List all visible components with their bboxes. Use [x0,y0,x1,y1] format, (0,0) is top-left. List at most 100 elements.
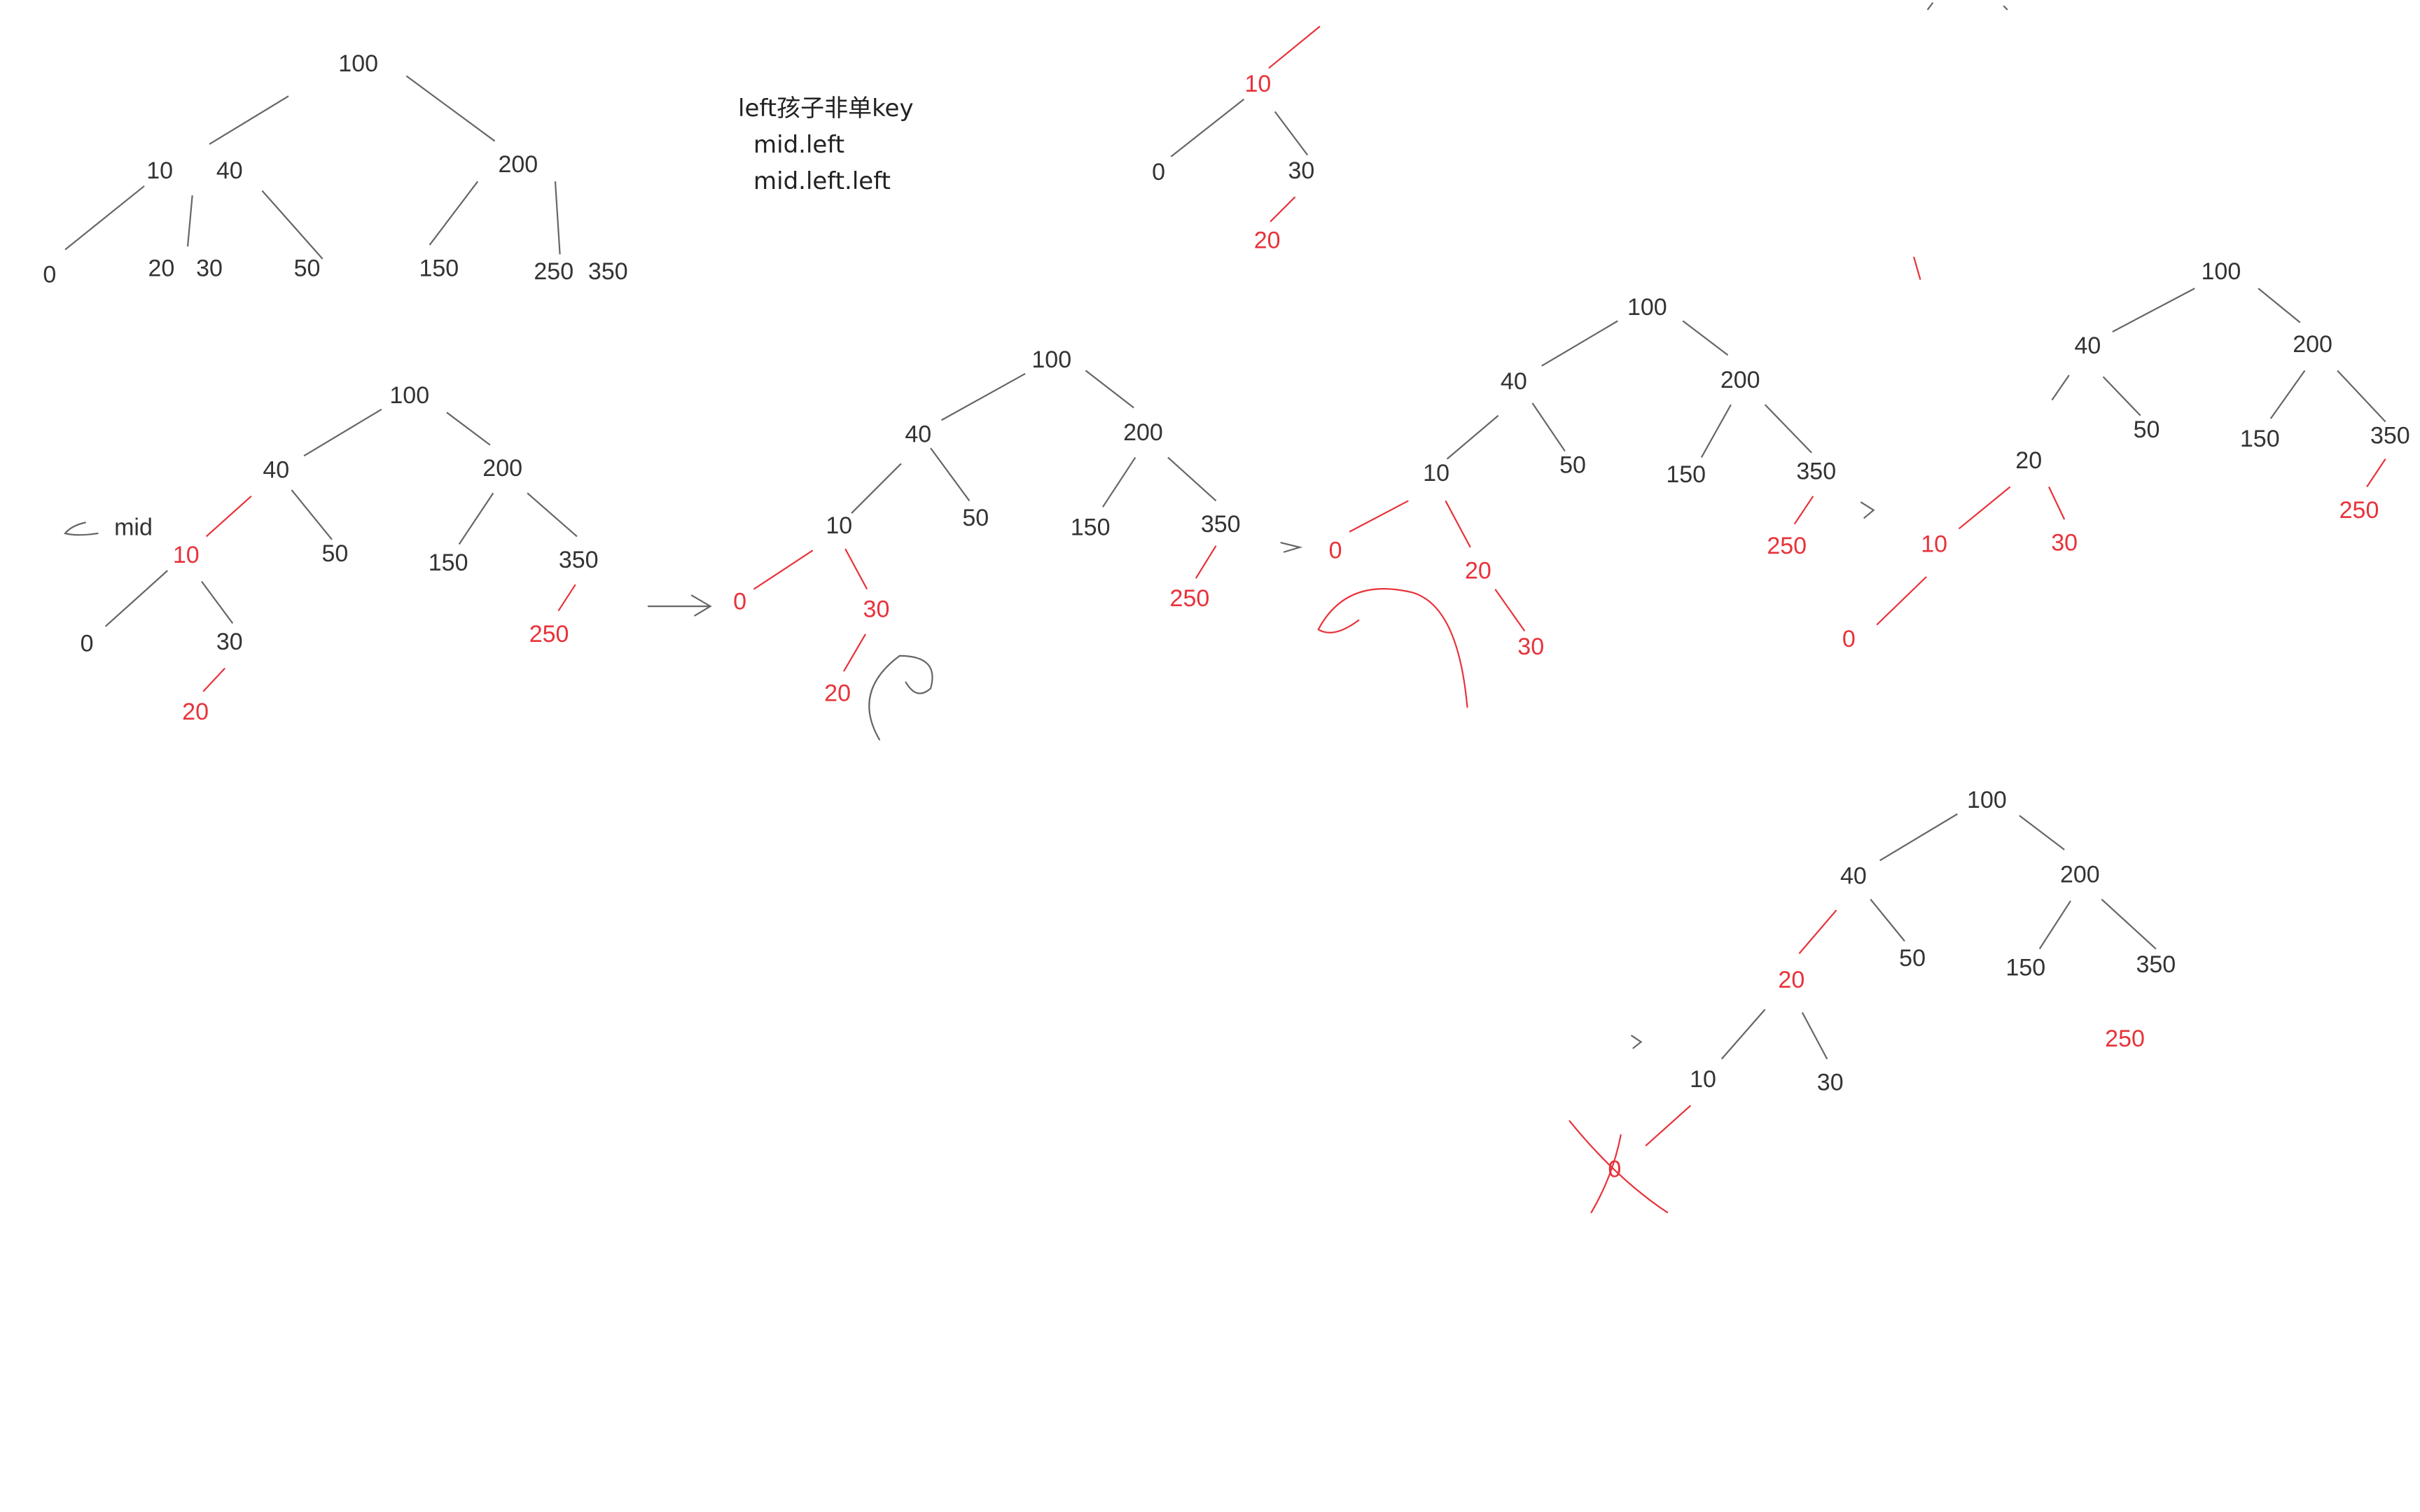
tree-node-30: 30 [1817,1069,1844,1096]
tree-node-350: 350 [588,258,628,285]
tree-edge-red [843,634,866,672]
tree-edge [527,492,578,538]
tree-node-250: 250 [2105,1026,2145,1052]
tree-node-10: 10 [1690,1066,1716,1093]
tree-node-30: 30 [216,629,243,655]
left-arrow-icon [64,522,99,536]
tree-edge [1720,1009,1766,1060]
tree-node-30: 30 [863,596,890,623]
tree-node-10: 10 [1921,531,1947,558]
stroke-mark [1927,2,2008,10]
tree-node-30: 30 [196,255,223,281]
tree-node-30: 30 [1517,634,1544,660]
tree-edge [2019,815,2065,850]
tree-edge-red [1270,196,1296,223]
tree-edge-red [557,584,576,612]
tree-edge-red [202,667,225,692]
tree-edge-red [1349,500,1409,533]
tree-node-30: 30 [2051,529,2078,556]
tree-edge-red [1798,909,1837,954]
tree-node-20: 20 [1465,557,1491,584]
tree-edge-red [1793,496,1814,525]
tree-node-350: 350 [1201,511,1241,538]
tree-node-10: 10 [1244,71,1271,97]
tree-edge [1170,98,1245,158]
tree-edge [2038,900,2071,950]
rotate-arrow-icon [1317,587,1468,708]
tree-node-250: 250 [534,258,573,285]
tree-node-20: 20 [182,699,209,725]
tree-node-50: 50 [962,505,989,531]
tree-node-20: 20 [1254,227,1281,254]
tree-node-150: 150 [429,550,468,576]
tree-edge [291,489,333,540]
tree-node-200: 200 [1720,367,1760,393]
tree-edge [303,408,382,457]
tree-edge [458,492,494,545]
tree-node-20: 20 [1778,967,1804,993]
tree-node-350: 350 [1796,458,1836,485]
note-title: left孩子非单key [738,94,914,122]
stroke-mark [1913,256,1921,280]
tree-node-40: 40 [216,158,243,184]
tree-edge [1801,1011,1828,1060]
tree-edge [1446,414,1499,460]
tree-node-200: 200 [482,455,522,482]
tree-node-40: 40 [905,421,931,447]
tree-node-100: 100 [338,50,378,77]
tree-node-10: 10 [173,542,200,568]
tree-edge [1531,402,1566,452]
tree-node-0: 0 [1152,159,1165,186]
tree-node-250: 250 [529,621,569,648]
tree-node-250: 250 [2339,497,2379,524]
tree-node-100: 100 [389,382,429,409]
tree-node-50: 50 [2134,416,2160,443]
tree-edge-red [2366,458,2386,488]
tree-node-250: 250 [1767,533,1807,559]
tree-node-200: 200 [498,151,538,178]
tree-node-250: 250 [1170,585,1210,612]
tree-edge-red [1958,486,2011,530]
tree-node-40: 40 [1840,863,1867,890]
tree-node-200: 200 [2060,861,2100,888]
tree-node-0: 0 [81,630,94,657]
tree-edge [1101,456,1136,507]
tree-edge [930,447,971,502]
tree-node-50: 50 [294,255,321,281]
tree-node-0: 0 [1842,626,1856,652]
tree-node-150: 150 [1666,461,1706,488]
tree-edge [2269,370,2306,419]
tree-edge [209,95,289,145]
tree-node-10: 10 [146,158,173,184]
tree-edge [104,570,168,627]
tree-edge-red [2048,486,2066,520]
note-line-mid-left-left: mid.left.left [753,167,891,195]
right-arrow-icon [1280,542,1303,553]
rotate-arrow-icon [868,654,933,741]
tree-edge-red [1645,1105,1692,1147]
tree-edge [446,412,491,446]
tree-node-150: 150 [1071,514,1111,540]
tree-node-100: 100 [1031,346,1071,373]
tree-node-20: 20 [2015,447,2042,474]
tree-node-20: 20 [824,680,851,706]
note-line-mid-left: mid.left [753,131,845,159]
tree-node-100: 100 [2202,258,2241,285]
tree-node-50: 50 [322,540,349,567]
tree-edge-red [844,548,868,590]
tree-node-10: 10 [1423,460,1449,486]
tree-edge [64,185,145,251]
tree-edge [1541,320,1618,367]
tree-edge [1274,111,1309,156]
tree-node-150: 150 [419,255,459,281]
tree-node-350: 350 [2370,423,2410,449]
tree-edge-red [1268,25,1321,69]
tree-node-0: 0 [733,589,746,615]
tree-node-30: 30 [1288,158,1314,184]
tree-node-150: 150 [2005,954,2045,981]
